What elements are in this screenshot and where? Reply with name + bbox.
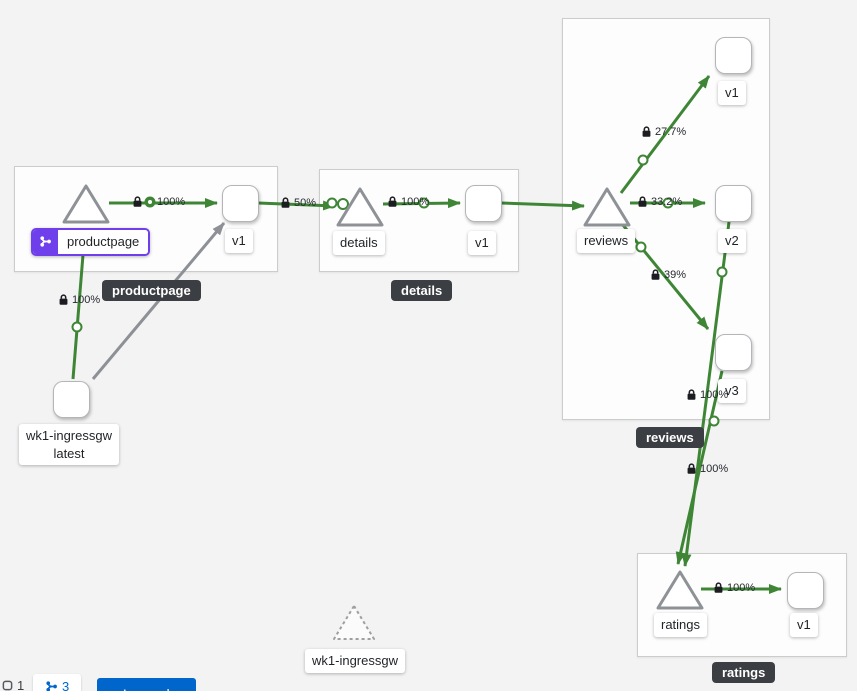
app-count: 3 xyxy=(62,679,70,691)
node-label-idle-ingressgw[interactable]: wk1-ingressgw xyxy=(305,649,405,673)
service-node-ratings[interactable] xyxy=(654,567,706,613)
mtls-lock-icon xyxy=(650,269,661,281)
workload-node-productpage-v1[interactable] xyxy=(222,185,259,222)
workload-icon xyxy=(2,680,13,691)
edge-label-ingress-productpage: 100% xyxy=(58,294,100,306)
node-label-ratings[interactable]: ratings xyxy=(654,613,708,637)
mtls-lock-icon xyxy=(637,196,648,208)
edge-to-reviews-svc[interactable] xyxy=(500,200,585,211)
node-label-ratings-v1[interactable]: v1 xyxy=(790,613,818,637)
edge-label-ratings-v1: 100% xyxy=(713,582,755,594)
ingress-name: wk1-ingressgw xyxy=(26,428,112,443)
mtls-lock-icon xyxy=(387,196,398,208)
edge-rate-text: 27.7% xyxy=(655,126,687,138)
edge-label-reviews-v3: 39% xyxy=(650,269,686,281)
workload-node-details-v1[interactable] xyxy=(465,185,502,222)
node-label-reviews-v3[interactable]: v3 xyxy=(718,379,746,403)
workload-count: 1 xyxy=(17,678,25,691)
edge-productpage-v1-to-details[interactable] xyxy=(257,200,336,211)
edge-label-productpage-v1: 100% xyxy=(132,196,185,208)
edge-rate-text: 100% xyxy=(72,294,101,306)
edge-label-reviews-v2: 33.2% xyxy=(637,196,682,208)
mtls-lock-icon xyxy=(641,126,652,138)
service-node-reviews[interactable] xyxy=(581,184,633,230)
node-label-reviews[interactable]: reviews xyxy=(577,229,636,253)
edge-rate-text: 100% xyxy=(401,196,430,208)
edge-rate-text: 39% xyxy=(664,269,687,281)
app-icon xyxy=(46,681,57,691)
app-count-chip: 3 xyxy=(33,674,82,691)
mtls-lock-icon xyxy=(713,582,724,594)
edge-reviews-v3-to-ratings[interactable] xyxy=(675,370,724,565)
mtls-lock-icon xyxy=(686,463,697,475)
edge-label-v3-ratings: 100% xyxy=(686,389,728,401)
workload-node-reviews-v1[interactable] xyxy=(715,37,752,74)
workload-node-reviews-v2[interactable] xyxy=(715,185,752,222)
group-badge-reviews: reviews xyxy=(636,427,704,448)
group-badge-productpage: productpage xyxy=(102,280,201,301)
edge-ingress-to-productpage-v1[interactable] xyxy=(91,222,226,380)
edge-label-reviews-v1: 27.7% xyxy=(641,126,686,138)
edge-label-v1-details: 50% xyxy=(280,197,316,209)
mtls-lock-icon xyxy=(686,389,697,401)
group-badge-ratings: ratings xyxy=(712,662,776,683)
node-label-productpage-v1[interactable]: v1 xyxy=(225,229,253,253)
workload-count-chip: 1 xyxy=(2,678,24,691)
edge-rate-text: 100% xyxy=(700,389,729,401)
legend-button[interactable]: Legend xyxy=(97,678,196,691)
edge-rate-text: 100% xyxy=(157,196,186,208)
app-badge-icon xyxy=(33,230,58,254)
mtls-lock-icon xyxy=(132,196,143,208)
edge-label-v2-ratings: 100% xyxy=(686,463,728,475)
mtls-lock-icon xyxy=(58,294,69,306)
workload-node-ingressgw[interactable] xyxy=(53,381,90,418)
workload-node-ratings-v1[interactable] xyxy=(787,572,824,609)
service-node-productpage[interactable] xyxy=(60,181,112,227)
node-label-productpage[interactable]: productpage xyxy=(31,228,151,256)
edge-rate-text: 100% xyxy=(700,463,729,475)
edge-rate-text: 50% xyxy=(294,197,317,209)
edge-dot xyxy=(146,198,154,206)
service-node-idle-ingressgw[interactable] xyxy=(330,601,378,643)
workload-node-reviews-v3[interactable] xyxy=(715,334,752,371)
group-badge-details: details xyxy=(391,280,453,301)
node-label-details[interactable]: details xyxy=(333,231,385,255)
node-label-details-v1[interactable]: v1 xyxy=(468,231,496,255)
node-label-ingressgw[interactable]: wk1-ingressgw latest xyxy=(19,424,119,466)
service-node-details[interactable] xyxy=(334,184,386,230)
edge-rate-text: 100% xyxy=(727,582,756,594)
ingress-version: latest xyxy=(53,445,85,461)
edge-reviews-v2-to-ratings[interactable] xyxy=(681,221,731,567)
mtls-lock-icon xyxy=(280,197,291,209)
node-label-reviews-v1[interactable]: v1 xyxy=(718,81,746,105)
edge-reviews-to-v1[interactable] xyxy=(619,75,711,194)
edge-label-details-v1: 100% xyxy=(387,196,429,208)
node-label-reviews-v2[interactable]: v2 xyxy=(718,229,746,253)
node-label-text: productpage xyxy=(58,230,149,254)
edge-rate-text: 33.2% xyxy=(651,196,683,208)
